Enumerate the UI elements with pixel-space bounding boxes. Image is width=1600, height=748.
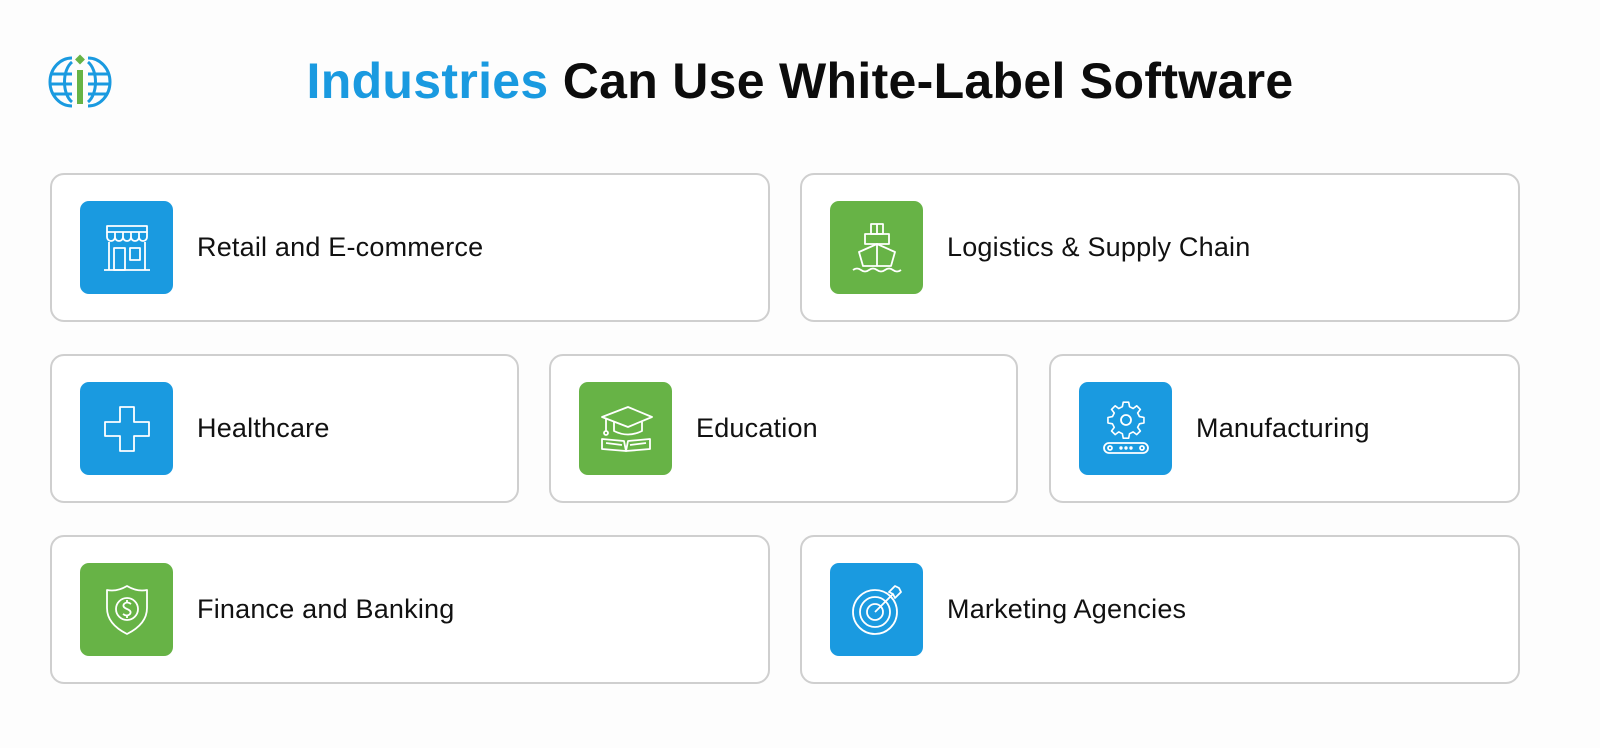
industry-card-manufacturing: Manufacturing [1049, 354, 1520, 503]
cargo-ship-icon [830, 201, 923, 294]
industry-card-marketing: Marketing Agencies [800, 535, 1520, 684]
title-accent: Industries [306, 53, 549, 109]
title-rest: Can Use White-Label Software [548, 53, 1294, 109]
industry-label: Marketing Agencies [947, 594, 1187, 624]
industry-label: Manufacturing [1196, 413, 1370, 443]
industry-label: Retail and E-commerce [197, 232, 484, 262]
industry-card-retail: Retail and E-commerce [50, 173, 770, 322]
gear-conveyor-icon [1079, 382, 1172, 475]
industry-card-finance: Finance and Banking [50, 535, 770, 684]
medical-cross-icon [80, 382, 173, 475]
shield-dollar-icon [80, 563, 173, 656]
industry-card-healthcare: Healthcare [50, 354, 519, 503]
graduation-cap-book-icon [579, 382, 672, 475]
storefront-icon [80, 201, 173, 294]
industry-label: Education [696, 413, 818, 443]
target-arrow-icon [830, 563, 923, 656]
industry-label: Finance and Banking [197, 594, 455, 624]
industry-card-education: Education [549, 354, 1018, 503]
page-title: Industries Can Use White-Label Software [0, 52, 1600, 110]
industry-label: Healthcare [197, 413, 330, 443]
industry-card-logistics: Logistics & Supply Chain [800, 173, 1520, 322]
company-logo [48, 50, 112, 112]
industry-label: Logistics & Supply Chain [947, 232, 1251, 262]
